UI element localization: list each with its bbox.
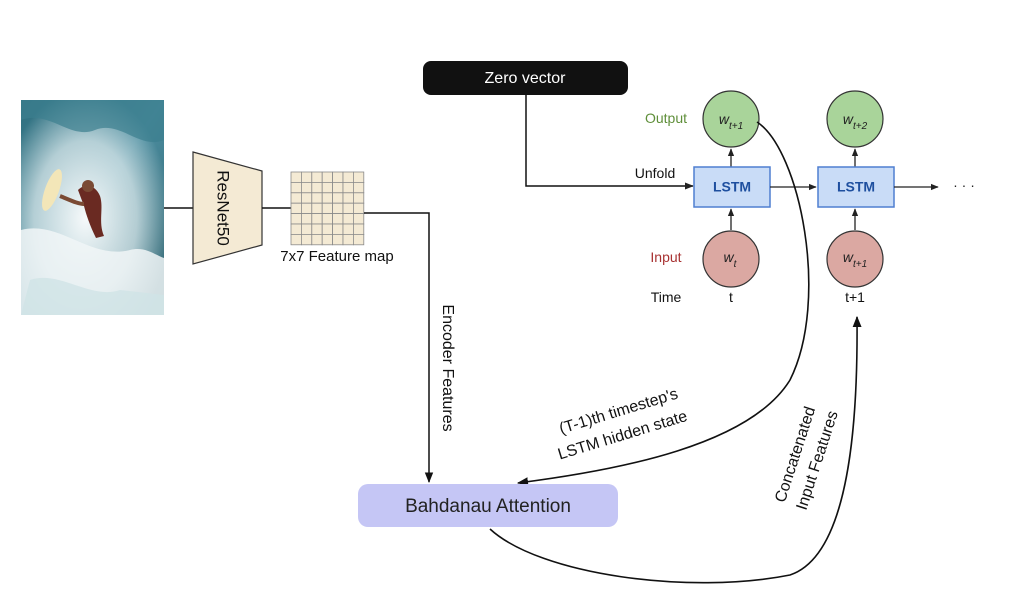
unfold-label: Unfold xyxy=(635,165,675,181)
zero-vector-box: Zero vector xyxy=(423,61,628,95)
feature-map-cell xyxy=(290,223,302,235)
feature-map-cell xyxy=(342,192,354,204)
feature-map-cell xyxy=(332,213,344,225)
input-node-label: wt xyxy=(724,249,738,270)
zero-vector-label: Zero vector xyxy=(485,70,567,87)
feature-map-cell xyxy=(332,181,344,194)
time-label: t+1 xyxy=(845,289,865,305)
feature-map-cell xyxy=(352,202,365,214)
feature-map-cell xyxy=(332,202,344,214)
concatenated-features-arrow xyxy=(489,315,862,584)
feature-map-cell xyxy=(321,181,334,194)
feature-map-cell xyxy=(290,181,302,194)
feature-map-cell xyxy=(290,192,302,204)
surfboard-shape xyxy=(42,169,62,211)
feature-map-cell xyxy=(321,171,334,183)
feature-map-cell xyxy=(352,181,365,194)
output-row-label: Output xyxy=(645,110,687,126)
output-node-label: wt+2 xyxy=(843,111,868,132)
feature-map-cell xyxy=(342,181,354,194)
feature-map-cell xyxy=(342,223,354,235)
feature-map-cell xyxy=(321,202,334,214)
bahdanau-attention-label: Bahdanau Attention xyxy=(405,496,571,517)
feature-map-cell xyxy=(342,233,354,246)
input-image xyxy=(21,100,164,315)
feature-map-grid xyxy=(290,171,365,246)
feature-map-cell xyxy=(311,233,323,246)
feature-map-cell xyxy=(321,192,334,204)
input-node xyxy=(826,230,884,288)
feature-map-cell xyxy=(311,213,323,225)
feature-map-cell xyxy=(352,192,365,204)
time-label: t xyxy=(729,289,733,305)
feature-map-cell xyxy=(352,233,365,246)
resnet50-label: ResNet50 xyxy=(214,170,233,246)
input-node xyxy=(702,230,760,288)
feature-map-cell xyxy=(290,213,302,225)
zero-vector-to-lstm-arrow xyxy=(525,95,694,190)
output-node xyxy=(826,90,884,148)
feature-map-cell xyxy=(321,223,334,235)
output-node xyxy=(702,90,760,148)
output-node-label: wt+1 xyxy=(719,111,743,132)
feature-map-cell xyxy=(332,233,344,246)
time-row-label: Time xyxy=(651,289,682,305)
feature-map-label: 7x7 Feature map xyxy=(280,248,393,265)
feature-map-cell xyxy=(300,192,313,204)
feature-map-cell xyxy=(311,181,323,194)
feature-map-cell xyxy=(321,233,334,246)
lstm-cell-label: LSTM xyxy=(713,179,751,195)
feature-map-cell xyxy=(290,233,302,246)
feature-map-cell xyxy=(300,223,313,235)
feature-map-cell xyxy=(342,171,354,183)
feature-map-cell xyxy=(300,213,313,225)
lstm-cell-label: LSTM xyxy=(837,179,875,195)
feature-map-cell xyxy=(321,213,334,225)
feature-map-cell xyxy=(290,171,302,183)
continuation-ellipsis: · · · xyxy=(953,177,975,193)
feature-map-cell xyxy=(342,213,354,225)
resnet50-block: ResNet50 xyxy=(192,151,263,265)
hidden-state-arrow xyxy=(516,121,810,487)
input-node-label: wt+1 xyxy=(843,249,867,270)
encoder-features-label: Encoder Features xyxy=(439,304,456,431)
feature-map-cell xyxy=(311,192,323,204)
bahdanau-attention-box: Bahdanau Attention xyxy=(358,484,618,527)
feature-map-cell xyxy=(352,213,365,225)
lstm-cell xyxy=(817,166,895,208)
feature-map-cell xyxy=(332,223,344,235)
encoder-features-arrow xyxy=(364,212,434,484)
feature-map-cell xyxy=(311,171,323,183)
feature-map-cell xyxy=(332,171,344,183)
feature-map-cell xyxy=(332,192,344,204)
input-row-label: Input xyxy=(650,249,681,265)
feature-map-cell xyxy=(311,223,323,235)
feature-map-cell xyxy=(311,202,323,214)
feature-map-cell xyxy=(300,171,313,183)
feature-map-cell xyxy=(352,171,365,183)
surfer-shape xyxy=(78,185,104,238)
feature-map-cell xyxy=(300,202,313,214)
feature-map-cell xyxy=(300,233,313,246)
feature-map-cell xyxy=(342,202,354,214)
feature-map-cell xyxy=(300,181,313,194)
decoder-step: wt+1 LSTM wt t xyxy=(693,90,771,305)
feature-map-cell xyxy=(352,223,365,235)
decoder-step: wt+2 LSTM wt+1 t+1 xyxy=(817,90,895,305)
feature-map-cell xyxy=(290,202,302,214)
